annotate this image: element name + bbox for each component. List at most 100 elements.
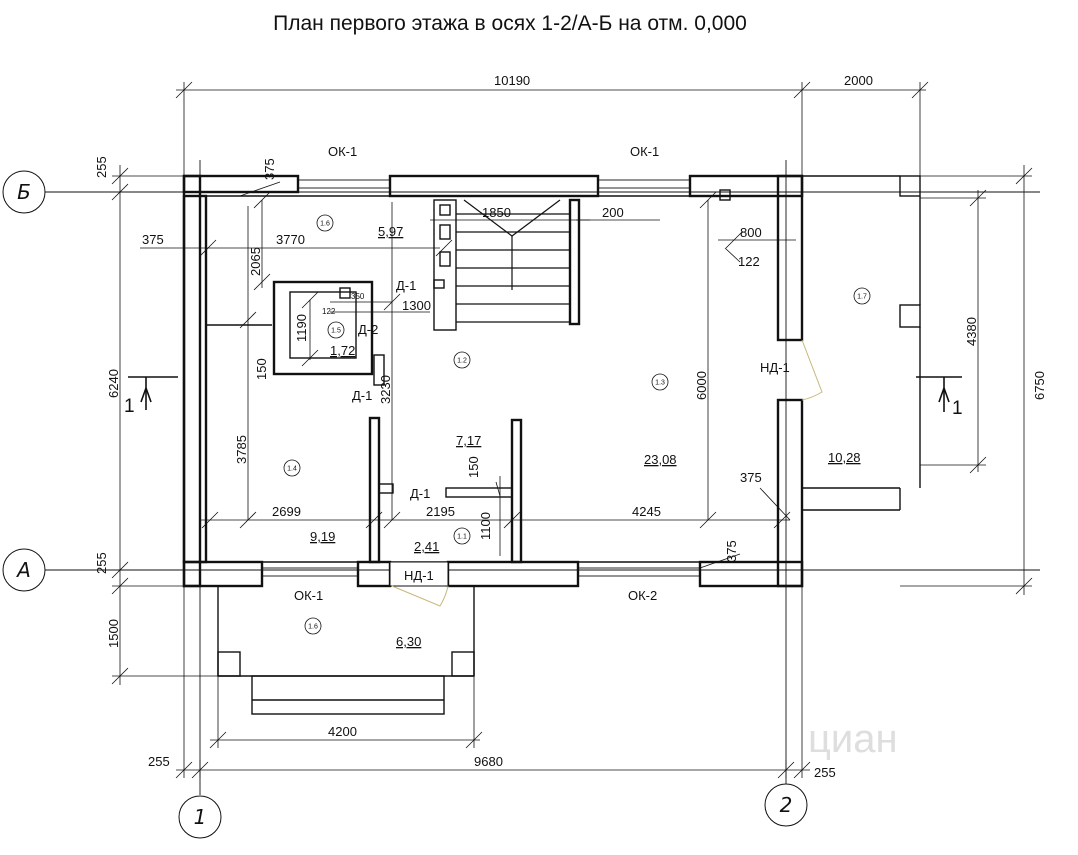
dim-1100: 1100 [478,512,493,540]
axis-label-b: Б [17,180,31,204]
axis-marker-1: 1 [178,795,222,839]
wall-partition-right [510,418,523,564]
watermark: циан [808,717,898,761]
dim-4245: 4245 [632,504,661,519]
section-mark-left [128,376,178,410]
walls [182,174,804,588]
dim-top-overall: 10190 [494,73,530,88]
room-id-1-6-top-text: 1.6 [320,221,330,228]
dim-2699: 2699 [272,504,301,519]
axis-label-a: А [15,558,31,582]
wall-right-upper [776,174,804,342]
door-nd1-bottom [389,561,449,587]
dim-left-255-top: 255 [94,156,109,178]
wall-left [182,174,202,588]
door-swing-right [801,339,823,401]
dim-left-255-bottom: 255 [94,552,109,574]
dim-top-right: 2000 [844,73,873,88]
axis-marker-2: 2 [764,783,808,827]
axis-label-1: 1 [194,805,207,829]
dim-2065: 2065 [248,247,263,276]
section-label-left: 1 [124,396,135,417]
room-id-1-1: 1.1 [453,527,471,545]
window-ok2-bottom [577,567,701,577]
window-ok1-top-left [297,179,391,189]
wall-top-2 [388,174,600,198]
wall-right-lower [776,398,804,588]
area-717: 7,17 [456,433,481,448]
area-919: 9,19 [310,529,335,544]
axis-marker-b: Б [2,170,46,214]
room-id-1-3: 1.3 [651,373,669,391]
dimension-labels: 10190 2000 255 255 6240 1500 4200 9680 2… [94,73,1047,780]
terrace-right [802,175,921,511]
section-label-right: 1 [952,398,963,419]
area-172: 1,72 [330,343,355,358]
wall-stub-center [445,487,513,498]
dim-bottom-255-left: 255 [148,754,170,769]
opening-labels: ОК-1 ОК-1 ОК-1 ОК-2 НД-1 НД-1 Д-1 Д-2 Д-… [294,144,790,603]
label-d1-left: Д-1 [352,388,372,403]
room-id-1-7-text: 1.7 [857,294,867,301]
dimension-lines [111,81,1033,779]
room-id-1-6-porch: 1.6 [304,617,322,635]
area-597: 5,97 [378,224,403,239]
wall-partition-left [368,416,381,564]
wall-top-3 [688,174,804,198]
axis-markers: Б А 1 2 [2,170,808,839]
dim-1190: 1190 [294,314,309,342]
room-id-1-2: 1.2 [453,351,471,369]
room-id-1-5: 1.5 [327,321,345,339]
dim-150-left: 150 [254,358,269,380]
staircase [456,199,570,323]
dim-1850: 1850 [482,205,511,220]
dim-375-bottom: 375 [724,540,739,562]
axis-marker-a: А [2,548,46,592]
room-id-1-4: 1.4 [283,459,301,477]
room-id-1-6-top: 1.6 [316,214,334,232]
area-241: 2,41 [414,539,439,554]
dim-350: 350 [351,292,365,301]
room-id-1-3-text: 1.3 [655,380,665,387]
dim-122-small: 122 [322,307,336,316]
room-id-1-7: 1.7 [853,287,871,305]
label-ok1-bottom: ОК-1 [294,588,323,603]
label-ok2-bottom: ОК-2 [628,588,657,603]
dim-left-1500: 1500 [106,619,121,648]
area-2308: 23,08 [644,452,677,467]
window-ok1-bottom [261,567,359,577]
area-1028: 10,28 [828,450,861,465]
dim-left-6240: 6240 [106,369,121,398]
label-nd1-bottom: НД-1 [404,568,434,583]
axis-grid [44,160,1040,795]
stair-stringer [433,199,457,331]
room-ids: 1.6 1.5 1.2 1.3 1.4 1.7 1.1 1.6 [283,214,871,635]
label-nd1-right: НД-1 [760,360,790,375]
dim-right-6750: 6750 [1032,371,1047,400]
dim-375-right: 375 [740,470,762,485]
dim-375-left: 375 [142,232,164,247]
wall-bottom-1 [182,560,264,588]
room-id-1-4-text: 1.4 [287,466,297,473]
axis-label-2: 2 [780,793,793,817]
dim-6000: 6000 [694,371,709,400]
wall-left-inner [182,194,208,564]
label-d2: Д-2 [358,322,378,337]
label-d1-top: Д-1 [396,278,416,293]
wall-bath-outer [272,280,374,376]
dim-1300: 1300 [402,298,431,313]
dim-2195: 2195 [426,504,455,519]
dim-800: 800 [740,225,762,240]
doors [389,339,823,607]
dim-150-mid: 150 [466,456,481,478]
room-id-1-6-porch-text: 1.6 [308,624,318,631]
label-ok1-top-left: ОК-1 [328,144,357,159]
section-mark-right [916,376,962,412]
wall-details [206,189,778,563]
label-ok1-top-right: ОК-1 [630,144,659,159]
wall-stair [568,198,581,326]
dim-3770: 3770 [276,232,305,247]
porch-bottom [217,586,475,715]
window-ok1-top-right [597,179,691,189]
wall-bottom-3 [446,560,580,588]
